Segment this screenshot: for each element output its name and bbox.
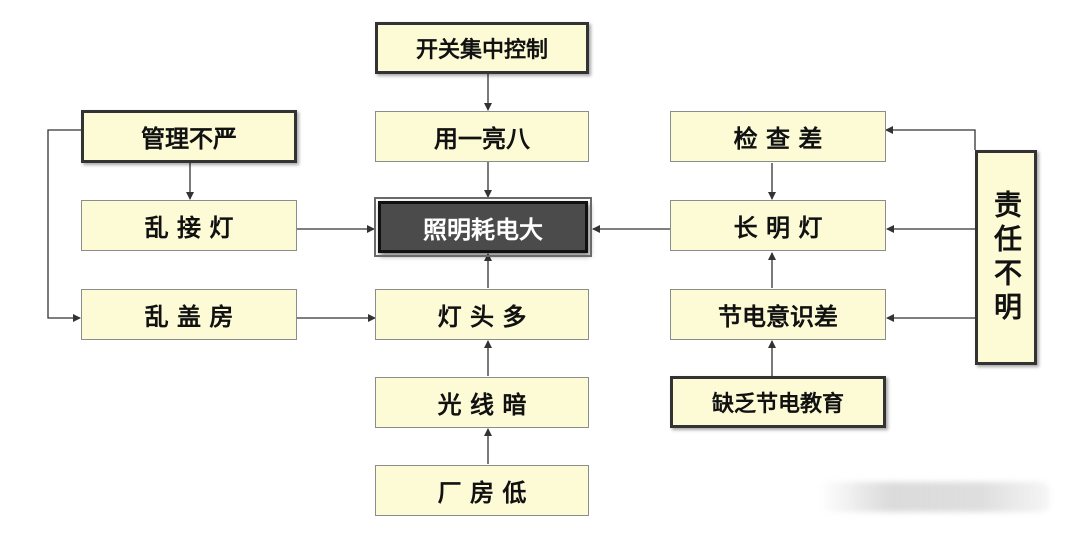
arrow-responsibility-to-inspection	[885, 126, 976, 150]
node-random-building: 乱 盖 房	[81, 289, 297, 340]
node-poor-inspection: 检 查 差	[670, 111, 886, 162]
arrow-mgmt-to-building	[47, 129, 81, 322]
node-loose-management: 管理不严	[81, 110, 297, 163]
node-switch-control: 开关集中控制	[375, 22, 589, 74]
node-low-plant: 厂 房 低	[375, 465, 589, 516]
node-dim-light: 光 线 暗	[375, 377, 589, 428]
node-many-lamps: 灯 头 多	[375, 289, 589, 340]
node-poor-awareness: 节电意识差	[670, 289, 886, 340]
node-lighting-high-consumption: 照明耗电大	[374, 197, 592, 257]
node-random-wiring: 乱 接 灯	[81, 200, 297, 251]
node-unclear-responsibility: 责任不明	[975, 150, 1037, 365]
node-yong-yi-liang-ba: 用一亮八	[375, 111, 589, 162]
node-always-on-light: 长 明 灯	[670, 200, 886, 251]
watermark-blur	[820, 482, 1050, 512]
node-no-education: 缺乏节电教育	[670, 376, 886, 428]
